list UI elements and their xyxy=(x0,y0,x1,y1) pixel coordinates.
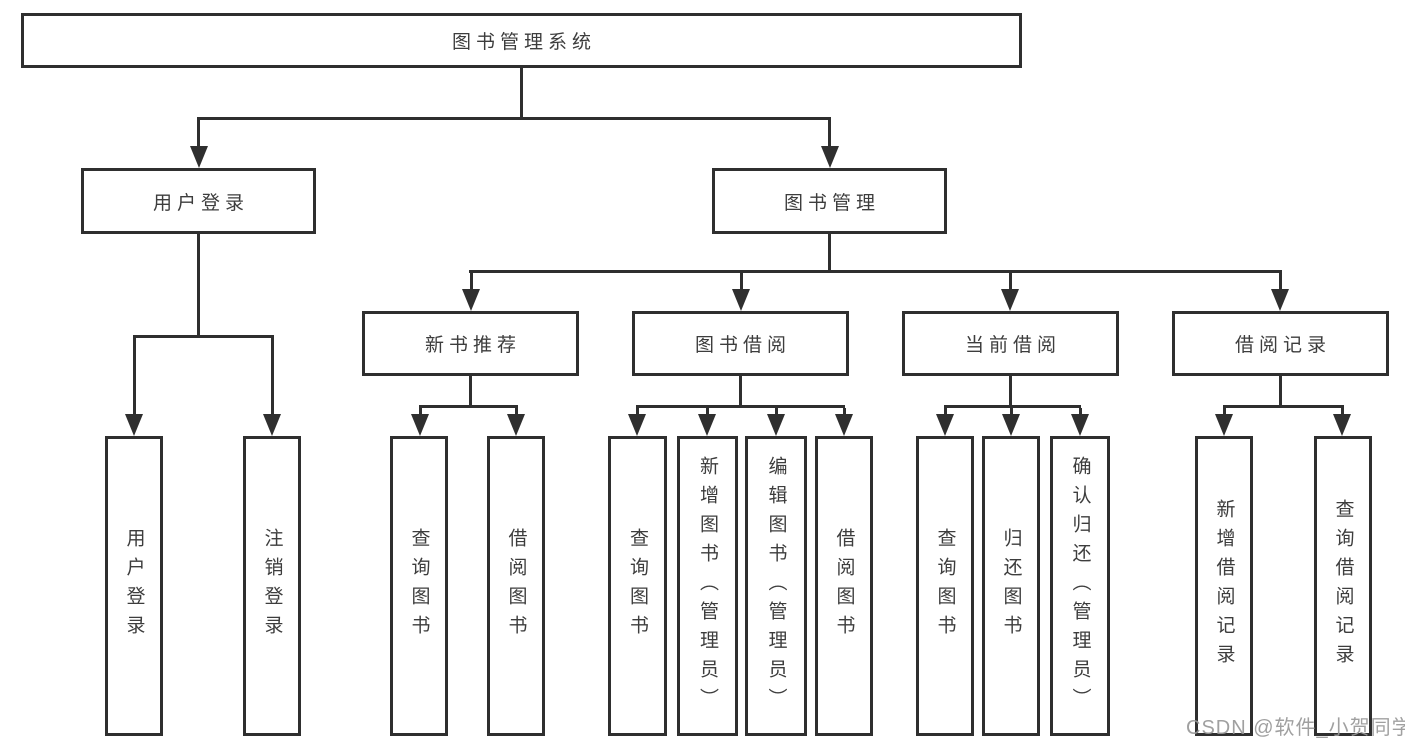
node-current-borrowing: 当前借阅 xyxy=(902,311,1119,376)
connector-root-stem xyxy=(520,68,523,117)
leaf-borrowing-add-books-admin: 新增图书（管理员） xyxy=(677,436,738,736)
connector-records-c1 xyxy=(1223,408,1226,416)
connector-records-stem xyxy=(1279,376,1282,406)
node-book-management: 图书管理 xyxy=(712,168,947,234)
connector-borrowing-c1 xyxy=(636,408,639,416)
connector-borrowing-c2 xyxy=(706,408,709,416)
leaf-user-login: 用户登录 xyxy=(105,436,163,736)
connector-newrec-c1 xyxy=(419,408,422,416)
leaf-records-add-borrow-record: 新增借阅记录 xyxy=(1195,436,1253,736)
connector-borrowing-c4 xyxy=(843,408,846,416)
arrow-down-icon xyxy=(732,289,750,311)
connector-to-current-borrowing xyxy=(1009,273,1012,289)
node-root: 图书管理系统 xyxy=(21,13,1022,68)
arrow-down-icon xyxy=(698,414,716,436)
node-user-login: 用户登录 xyxy=(81,168,316,234)
arrow-down-icon xyxy=(767,414,785,436)
leaf-newrec-borrow-books: 借阅图书 xyxy=(487,436,545,736)
arrow-down-icon xyxy=(263,414,281,436)
arrow-down-icon xyxy=(835,414,853,436)
arrow-down-icon xyxy=(1002,414,1020,436)
node-new-book-recommend: 新书推荐 xyxy=(362,311,579,376)
connector-newrec-stem xyxy=(469,376,472,406)
connector-borrowing-c3 xyxy=(775,408,778,416)
connector-records-c2 xyxy=(1341,408,1344,416)
arrow-down-icon xyxy=(821,146,839,168)
arrow-down-icon xyxy=(1333,414,1351,436)
connector-user-login-stem xyxy=(197,234,200,335)
connector-current-bar xyxy=(944,405,1081,408)
arrow-down-icon xyxy=(1071,414,1089,436)
connector-current-c2 xyxy=(1010,408,1013,416)
connector-current-stem xyxy=(1009,376,1012,406)
arrow-down-icon xyxy=(125,414,143,436)
arrow-down-icon xyxy=(936,414,954,436)
arrow-down-icon xyxy=(411,414,429,436)
connector-borrowing-bar xyxy=(636,405,845,408)
arrow-down-icon xyxy=(1271,289,1289,311)
csdn-watermark: CSDN @软件_小贺同学 xyxy=(1186,717,1405,739)
connector-user-login-bar xyxy=(133,335,274,338)
leaf-current-confirm-return-admin: 确认归还（管理员） xyxy=(1050,436,1110,736)
arrow-down-icon xyxy=(190,146,208,168)
leaf-records-query-borrow-record: 查询借阅记录 xyxy=(1314,436,1372,736)
connector-records-bar xyxy=(1223,405,1344,408)
arrow-down-icon xyxy=(462,289,480,311)
connector-current-c3 xyxy=(1079,408,1082,416)
leaf-borrowing-edit-books-admin: 编辑图书（管理员） xyxy=(745,436,807,736)
connector-to-book-borrowing xyxy=(740,273,743,289)
leaf-logout-login: 注销登录 xyxy=(243,436,301,736)
connector-current-c1 xyxy=(944,408,947,416)
leaf-current-query-books: 查询图书 xyxy=(916,436,974,736)
connector-borrowing-stem xyxy=(739,376,742,406)
node-book-borrowing: 图书借阅 xyxy=(632,311,849,376)
connector-to-leaf-user-login xyxy=(133,338,136,414)
connector-to-book-management xyxy=(828,120,831,147)
leaf-current-return-books: 归还图书 xyxy=(982,436,1040,736)
arrow-down-icon xyxy=(1001,289,1019,311)
connector-book-management-stem xyxy=(828,234,831,270)
connector-newrec-c2 xyxy=(515,408,518,416)
connector-root-bar xyxy=(197,117,831,120)
connector-newrec-bar xyxy=(419,405,518,408)
arrow-down-icon xyxy=(628,414,646,436)
connector-to-borrow-records xyxy=(1279,273,1282,289)
node-borrow-records: 借阅记录 xyxy=(1172,311,1389,376)
connector-book-management-bar xyxy=(469,270,1282,273)
arrow-down-icon xyxy=(1215,414,1233,436)
leaf-borrowing-query-books: 查询图书 xyxy=(608,436,667,736)
leaf-borrowing-borrow-books: 借阅图书 xyxy=(815,436,873,736)
connector-to-user-login xyxy=(197,120,200,147)
connector-to-leaf-logout xyxy=(271,338,274,414)
connector-to-new-book xyxy=(470,273,473,289)
leaf-newrec-query-books: 查询图书 xyxy=(390,436,448,736)
arrow-down-icon xyxy=(507,414,525,436)
